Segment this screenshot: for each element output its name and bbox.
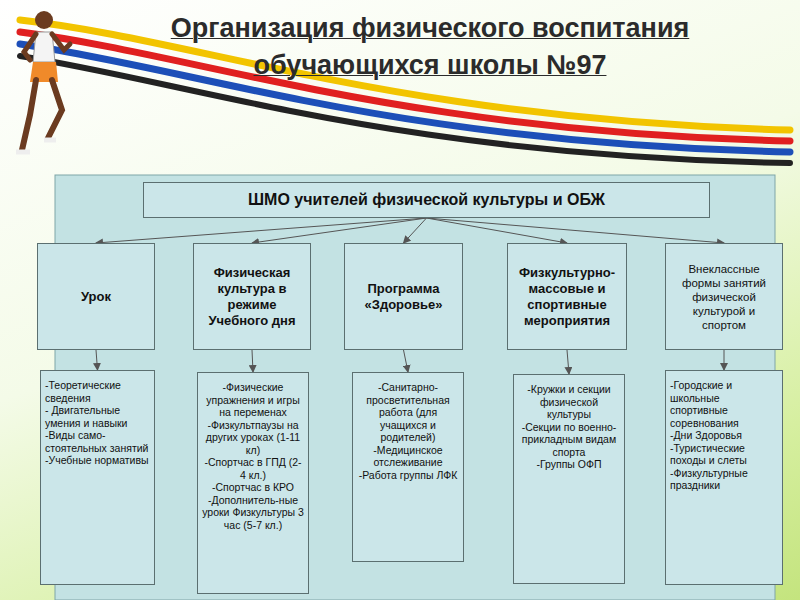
connector-arrow	[724, 350, 725, 370]
box-text: -Спортчас в ГПД (2-4 кл.)	[202, 456, 304, 481]
box-label: ШМО учителей физической культуры и ОБЖ	[248, 191, 605, 209]
detail-box: -Санитарно-просветительная работа (для у…	[352, 372, 464, 562]
detail-box: -Кружки и секции физической культуры-Сек…	[513, 374, 625, 584]
box-label: Физкультурно-массовые и спортивные мероп…	[512, 265, 622, 329]
box-text: -Группы ОФП	[536, 458, 601, 471]
connector-arrow	[404, 350, 409, 372]
detail-box: -Городские и школьные спортивные соревно…	[665, 370, 783, 585]
box-text: -Физические упражнения и игры на перемен…	[202, 381, 304, 419]
box-label: Урок	[81, 289, 111, 305]
connector-arrow	[404, 218, 427, 243]
connector-arrow	[252, 218, 427, 243]
box-text: -Виды само-стоятельных занятий	[45, 429, 150, 454]
connector-arrow	[252, 350, 253, 372]
area-box: Физкультурно-массовые и спортивные мероп…	[507, 243, 627, 350]
connector-arrow	[427, 218, 568, 243]
box-label: Внеклассные формы занятий физической кул…	[670, 262, 778, 332]
box-text: -Медицинское отслеживание	[357, 444, 459, 469]
box-text: -Санитарно-просветительная работа (для у…	[357, 381, 459, 444]
box-text: - Двигательные умения и навыки	[45, 404, 150, 429]
box-text: -Городские и школьные спортивные соревно…	[670, 379, 778, 429]
box-label: Программа «Здоровье»	[349, 281, 458, 313]
box-text: -Секции по военно-прикладным видам спорт…	[518, 421, 620, 459]
box-text: -Физкультурные праздники	[670, 467, 778, 492]
box-text: -Дни Здоровья	[670, 429, 742, 442]
box-text: -Учебные нормативы	[45, 454, 149, 467]
box-text: -Физкультпаузы на других уроках (1-11 кл…	[202, 419, 304, 457]
org-box: ШМО учителей физической культуры и ОБЖ	[143, 182, 710, 218]
detail-box: -Теоретические сведения- Двигательные ум…	[40, 370, 155, 585]
detail-box: -Физические упражнения и игры на перемен…	[197, 372, 309, 594]
box-text: -Работа группы ЛФК	[359, 469, 458, 482]
area-box: Урок	[37, 243, 155, 350]
area-box: Физическая культура в режиме Учебного дн…	[193, 243, 311, 350]
area-box: Программа «Здоровье»	[344, 243, 463, 350]
connector-arrow	[567, 350, 569, 374]
connector-arrow	[96, 218, 427, 243]
box-text: -Кружки и секции физической культуры	[518, 383, 620, 421]
box-text: -Дополнитель-ные уроки Физкультуры 3 час…	[202, 494, 304, 532]
box-text: -Спортчас в КРО	[212, 481, 294, 494]
box-text: -Туристические походы и слеты	[670, 442, 778, 467]
box-label: Физическая культура в режиме Учебного дн…	[198, 265, 306, 329]
title: Организация физического воспитания обуча…	[140, 10, 720, 84]
area-box: Внеклассные формы занятий физической кул…	[665, 243, 783, 350]
runner-figure	[16, 11, 70, 152]
connector-arrow	[96, 350, 98, 370]
connector-arrow	[427, 218, 725, 243]
box-text: -Теоретические сведения	[45, 379, 150, 404]
